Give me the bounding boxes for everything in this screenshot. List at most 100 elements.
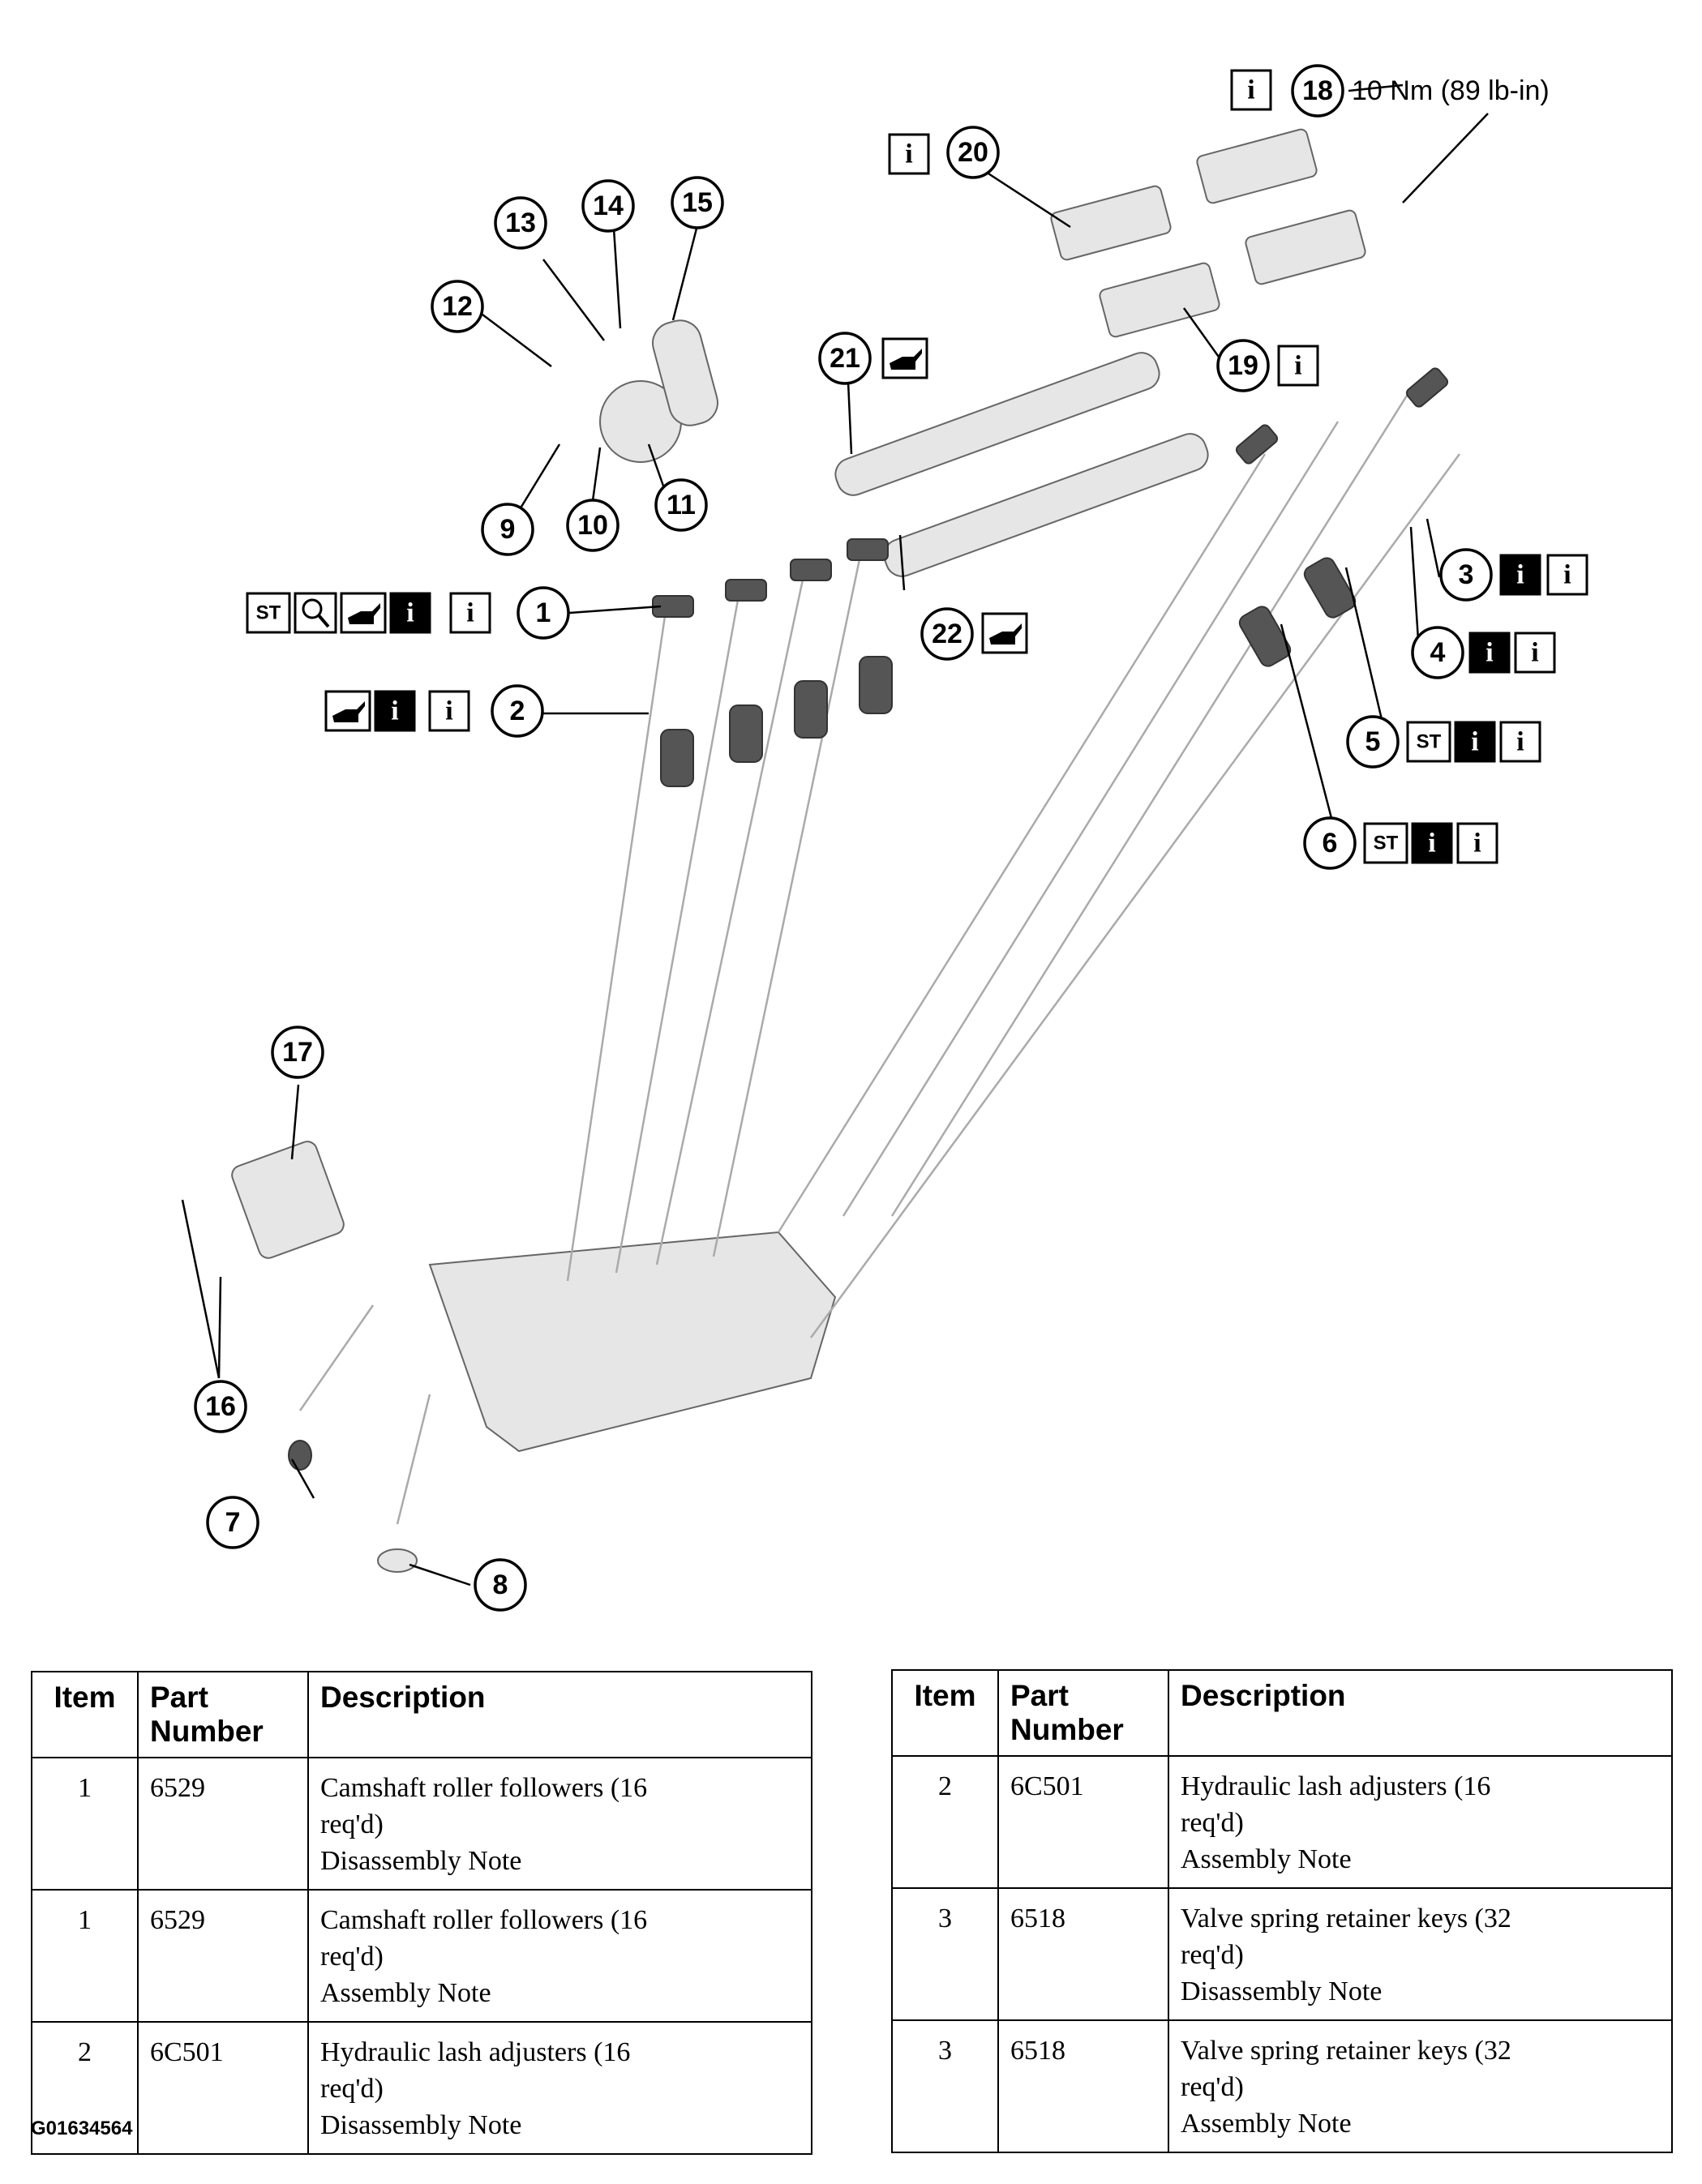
cell-part-number: 6518 bbox=[997, 1887, 1169, 2021]
callout-18: 18 bbox=[1291, 64, 1344, 118]
bearing-cap bbox=[1196, 128, 1318, 204]
svg-text:i: i bbox=[1471, 727, 1478, 757]
info-icon bbox=[888, 133, 930, 175]
special-tool-icon bbox=[1363, 822, 1408, 864]
svg-text:18: 18 bbox=[1302, 75, 1333, 106]
svg-text:21: 21 bbox=[830, 343, 860, 374]
svg-text:i: i bbox=[1531, 638, 1538, 668]
svg-text:3: 3 bbox=[1459, 559, 1474, 590]
info-icon bbox=[1230, 69, 1272, 111]
timing-chain bbox=[652, 319, 718, 426]
info-icon bbox=[1499, 554, 1541, 596]
callout-13: 13 bbox=[494, 196, 547, 250]
leader-lines bbox=[181, 84, 1489, 1587]
svg-text:i: i bbox=[1473, 829, 1481, 859]
svg-text:ST: ST bbox=[256, 602, 281, 624]
info-icon bbox=[389, 592, 431, 634]
icons-item-6: ST i i bbox=[1363, 822, 1498, 864]
info-icon bbox=[1411, 822, 1453, 864]
valve-stem-seal bbox=[288, 1440, 312, 1471]
valve-stacks-right bbox=[777, 367, 1461, 1338]
svg-text:6: 6 bbox=[1323, 828, 1338, 859]
svg-text:2: 2 bbox=[510, 696, 525, 726]
svg-text:i: i bbox=[1247, 75, 1254, 105]
table-header-row: Item Part Number Description bbox=[891, 1669, 1673, 1757]
info-icon bbox=[1454, 721, 1496, 763]
svg-text:ST: ST bbox=[1417, 731, 1442, 753]
cell-part-number: 6C501 bbox=[137, 2021, 309, 2155]
svg-text:7: 7 bbox=[225, 1507, 241, 1538]
info-icon bbox=[1277, 345, 1319, 387]
camshaft-upper bbox=[834, 352, 1160, 496]
svg-text:i: i bbox=[1428, 829, 1435, 859]
note-link[interactable]: Assembly Note bbox=[320, 1978, 491, 2008]
svg-text:i: i bbox=[1294, 351, 1301, 381]
svg-text:1: 1 bbox=[536, 597, 551, 628]
callout-16: 16 bbox=[194, 1380, 247, 1433]
note-link[interactable]: Assembly Note bbox=[1181, 2109, 1352, 2139]
callout-10: 10 bbox=[566, 499, 619, 552]
svg-text:i: i bbox=[466, 598, 474, 628]
callout-2: 2 bbox=[491, 684, 544, 738]
chain-tensioner bbox=[231, 1141, 345, 1259]
note-link[interactable]: Disassembly Note bbox=[1181, 1976, 1383, 2006]
cell-part-number: 6C501 bbox=[997, 1755, 1169, 1889]
svg-text:i: i bbox=[406, 598, 414, 628]
camshaft-lower bbox=[883, 433, 1209, 577]
callout-5: 5 bbox=[1346, 715, 1400, 769]
cell-part-number: 6518 bbox=[997, 2019, 1169, 2153]
svg-text:15: 15 bbox=[682, 187, 713, 218]
callout-12: 12 bbox=[431, 280, 484, 333]
note-link[interactable]: Assembly Note bbox=[1181, 1844, 1352, 1874]
cell-part-number: 6529 bbox=[137, 1757, 309, 1891]
special-tool-icon bbox=[1406, 721, 1451, 763]
svg-text:i: i bbox=[1516, 560, 1524, 590]
svg-text:9: 9 bbox=[500, 514, 516, 545]
callout-8: 8 bbox=[474, 1558, 527, 1612]
svg-text:5: 5 bbox=[1365, 726, 1381, 757]
info-icon bbox=[1514, 632, 1556, 674]
callout-1: 1 bbox=[517, 586, 570, 640]
parts-table-right: Item Part Number Description 2 6C501 Hyd… bbox=[891, 1669, 1673, 2153]
callout-15: 15 bbox=[671, 176, 724, 229]
icons-item-22 bbox=[981, 612, 1028, 654]
svg-text:22: 22 bbox=[932, 619, 962, 649]
cell-item: 1 bbox=[31, 1889, 139, 2023]
note-link[interactable]: Disassembly Note bbox=[320, 2110, 522, 2140]
icons-item-5: ST i i bbox=[1406, 721, 1541, 763]
svg-text:i: i bbox=[905, 139, 912, 169]
icons-item-1: ST i i bbox=[246, 592, 491, 634]
svg-text:20: 20 bbox=[958, 137, 988, 168]
info-icon bbox=[1546, 554, 1588, 596]
cell-item: 3 bbox=[891, 2019, 999, 2153]
column-header-item: Item bbox=[31, 1671, 139, 1758]
parts-table-left: Item Part Number Description 1 6529 Cams… bbox=[31, 1671, 812, 2155]
svg-text:14: 14 bbox=[593, 191, 624, 221]
icons-item-3: i i bbox=[1499, 554, 1588, 596]
callout-3: 3 bbox=[1439, 548, 1493, 602]
svg-text:4: 4 bbox=[1430, 637, 1446, 668]
icons-item-20: i bbox=[888, 133, 930, 175]
svg-text:ST: ST bbox=[1374, 833, 1399, 854]
info-icon bbox=[449, 592, 491, 634]
icons-item-2: i i bbox=[324, 690, 470, 732]
figure-id: G01634564 bbox=[31, 2118, 133, 2139]
svg-text:8: 8 bbox=[493, 1569, 508, 1600]
callout-20: 20 bbox=[946, 126, 1000, 179]
svg-text:i: i bbox=[1516, 727, 1524, 757]
note-link[interactable]: Disassembly Note bbox=[320, 1846, 522, 1876]
callout-6: 6 bbox=[1303, 816, 1357, 870]
column-header-part-number: Part Number bbox=[997, 1669, 1169, 1757]
svg-text:16: 16 bbox=[205, 1391, 236, 1422]
table-header-row: Item Part Number Description bbox=[31, 1671, 812, 1758]
callout-22: 22 bbox=[920, 607, 974, 661]
column-header-part-number: Part Number bbox=[137, 1671, 309, 1758]
cylinder-head bbox=[428, 1231, 837, 1453]
